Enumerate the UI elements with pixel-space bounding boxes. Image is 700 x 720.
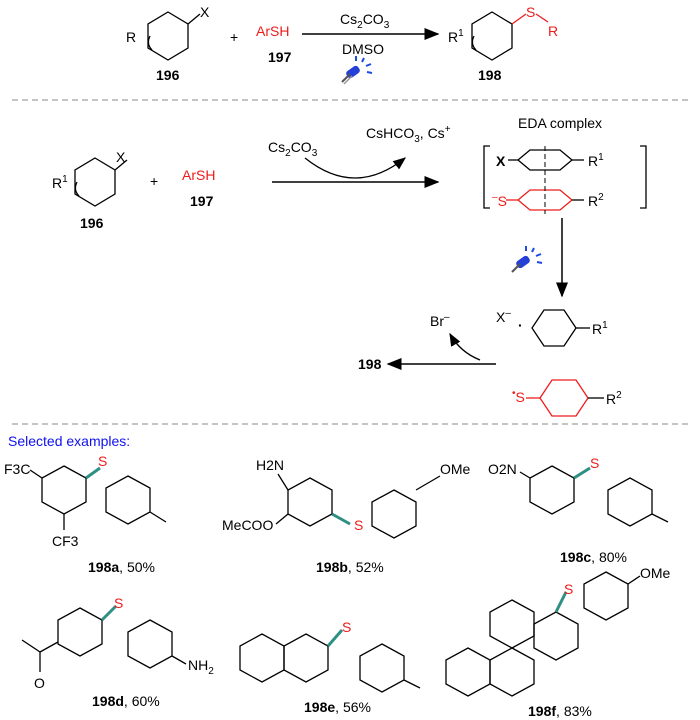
blue-led-icon-mech xyxy=(511,246,543,273)
mech-aryl-halide-structure xyxy=(74,157,128,207)
aryl-radical-structure xyxy=(531,309,590,347)
eda-r2-label: R2 xyxy=(588,192,604,209)
mechanism: X R1 196 + ArSH 197 Cs2CO3 CsHCO3, Cs+ E… xyxy=(52,115,647,417)
example-198e: S 198e, 56% xyxy=(239,619,421,715)
mech-r1-label: R1 xyxy=(52,174,68,191)
base-label: Cs2CO3 xyxy=(340,11,390,31)
example-198d-caption: 198d, 60% xyxy=(92,693,160,709)
compound-198-label: 198 xyxy=(478,67,502,83)
mech-196-label: 196 xyxy=(80,215,104,231)
base-curved-arrow xyxy=(304,157,407,179)
plus-sign: + xyxy=(230,29,238,45)
example-198a: F3C S CF3 198a, 50% xyxy=(4,453,167,575)
radical-dot: · xyxy=(518,317,523,333)
mech-197-label: 197 xyxy=(190,193,214,209)
byproduct-label: CsHCO3, Cs+ xyxy=(366,124,451,145)
solvent-label: DMSO xyxy=(342,41,384,57)
bromide-curved-arrow xyxy=(449,332,481,361)
sulfur-label-198e: S xyxy=(342,619,351,635)
example-198b-caption: 198b, 52% xyxy=(316,559,384,575)
product-198-structure xyxy=(471,11,549,61)
compound-196-label: 196 xyxy=(156,67,180,83)
examples-title: Selected examples: xyxy=(8,433,130,449)
compound-197-label: 197 xyxy=(268,49,292,65)
eda-thiolate-label: –S xyxy=(492,192,507,209)
substituent-f3c: F3C xyxy=(4,461,30,477)
example-198c-caption: 198c, 80% xyxy=(560,549,627,565)
sulfur-label-198d: S xyxy=(114,595,123,611)
product-r-label: R xyxy=(548,23,558,39)
mech-plus-sign: + xyxy=(150,173,158,189)
thiyl-r2-label: R2 xyxy=(606,390,622,407)
example-198e-caption: 198e, 56% xyxy=(304,699,371,715)
r1-label: R xyxy=(126,29,136,45)
arsh-label: ArSH xyxy=(256,23,289,39)
substituent-o: O xyxy=(34,675,45,691)
blue-led-icon xyxy=(341,56,373,85)
eda-x-label: X xyxy=(496,153,506,169)
halide-x-label: X xyxy=(200,4,210,20)
bromide-label: Br– xyxy=(430,312,450,329)
mech-arsh-label: ArSH xyxy=(182,167,215,183)
eda-complex-structure xyxy=(483,145,647,214)
eda-r1-label: R1 xyxy=(588,152,604,169)
product-r1-label: R1 xyxy=(448,28,464,45)
substituent-o2n: O2N xyxy=(488,461,517,477)
sulfur-label-198a: S xyxy=(98,453,107,469)
sulfur-label-198b: S xyxy=(354,517,363,533)
mech-base-label: Cs2CO3 xyxy=(268,139,318,159)
example-198a-caption: 198a, 50% xyxy=(88,559,155,575)
thiyl-radical-structure xyxy=(526,379,604,417)
sulfur-label-198f: S xyxy=(564,581,573,597)
substituent-ome-198b: OMe xyxy=(440,461,471,477)
example-198c: O2N S 198c, 80% xyxy=(488,455,669,565)
product-sulfur-label: S xyxy=(526,4,535,20)
substituent-ome-198f: OMe xyxy=(640,565,671,581)
substituent-nh2: NH2 xyxy=(188,657,214,677)
mech-198-label: 198 xyxy=(358,356,382,372)
substituent-cf3: CF3 xyxy=(52,533,79,549)
radical-x-label: X– xyxy=(496,308,511,325)
example-198b: H2N MeCOO S OMe 198b, 52% xyxy=(222,457,471,575)
substituent-mecoo: MeCOO xyxy=(222,517,273,533)
sulfur-label-198c: S xyxy=(590,455,599,471)
top-reaction: X R 196 + ArSH 197 Cs2CO3 DMSO S R R xyxy=(126,4,558,85)
example-198f: S OMe 198f, 83% xyxy=(445,565,671,719)
substituent-h2n: H2N xyxy=(256,457,284,473)
radical-r1-label: R1 xyxy=(592,320,608,337)
thiyl-label: •S xyxy=(512,388,525,405)
mech-x-label: X xyxy=(116,149,126,165)
example-198f-caption: 198f, 83% xyxy=(528,703,592,719)
aryl-halide-196-structure xyxy=(147,11,201,61)
example-198d: O S NH2 198d, 60% xyxy=(21,595,214,709)
eda-complex-label: EDA complex xyxy=(518,115,602,131)
